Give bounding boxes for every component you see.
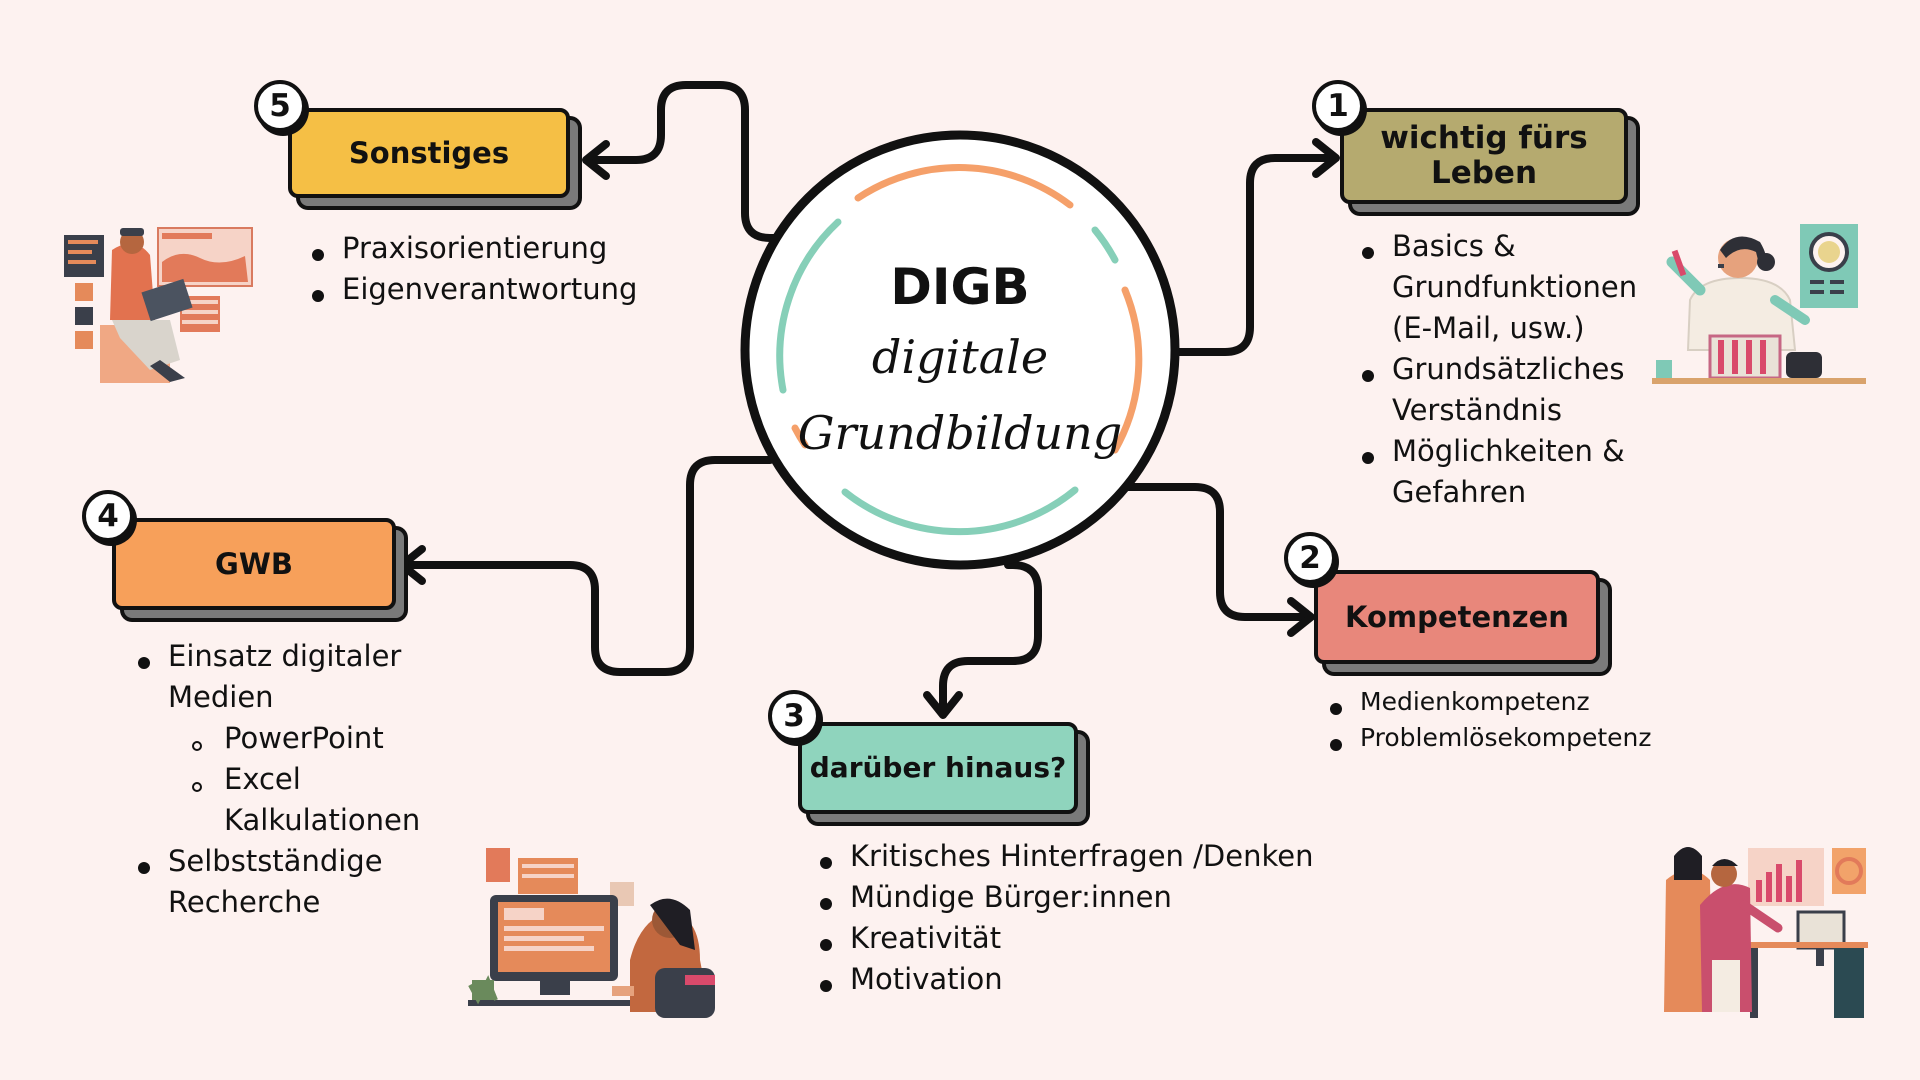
node-5-label: Sonstiges — [348, 135, 510, 170]
node-1-number-badge: 1 — [1312, 80, 1364, 132]
node-5-item: Praxisorientierung — [308, 228, 637, 269]
ring-arc-top — [854, 164, 1074, 209]
node-4-subitem: Excel Kalkulationen — [168, 759, 434, 841]
node-5-list: Praxisorientierung Eigenverantwortung — [308, 228, 637, 310]
node-3-box: darüber hinaus? — [798, 722, 1078, 814]
node-1-list: Basics & Grundfunktionen (E-Mail, usw.) … — [1358, 226, 1648, 513]
ring-arc-right-top — [1091, 226, 1119, 264]
node-3-item: Mündige Bürger:innen — [816, 877, 1313, 918]
connector-2 — [1111, 483, 1309, 621]
connector-5 — [586, 81, 789, 242]
presentation-illustration — [1664, 847, 1868, 1018]
node-2-number-badge: 2 — [1284, 532, 1336, 584]
center-title: DIGB — [890, 258, 1030, 316]
node-2-item: Medienkompetenz — [1326, 684, 1652, 720]
node-1-label: wichtig fürs Leben — [1380, 120, 1588, 191]
node-1-item: Basics & Grundfunktionen (E-Mail, usw.) — [1358, 226, 1648, 349]
node-4-item: Einsatz digitaler Medien PowerPoint Exce… — [134, 636, 434, 841]
node-3-number-badge: 3 — [768, 690, 820, 742]
node-2-box: Kompetenzen — [1314, 570, 1600, 664]
node-3-item: Kreativität — [816, 918, 1313, 959]
node-4-item: Selbstständige Recherche — [134, 841, 434, 923]
center-circle — [740, 130, 1180, 570]
node-4-label: GWB — [215, 546, 293, 581]
ring-arc-right — [1111, 286, 1143, 454]
desk-computer-illustration — [468, 848, 715, 1018]
node-5-box: Sonstiges — [288, 108, 570, 198]
node-3-label: darüber hinaus? — [809, 751, 1067, 785]
node-5-item: Eigenverantwortung — [308, 269, 637, 310]
connector-1 — [1166, 154, 1334, 356]
arrow-head-2 — [1287, 597, 1315, 637]
node-4-subitem: PowerPoint — [168, 718, 434, 759]
node-4-sublist: PowerPoint Excel Kalkulationen — [168, 718, 434, 841]
node-2-item: Problemlösekompetenz — [1326, 720, 1652, 756]
node-3-list: Kritisches Hinterfragen /Denken Mündige … — [816, 836, 1313, 1000]
ring-arc-lower-left — [791, 424, 809, 449]
node-3-item: Kritisches Hinterfragen /Denken — [816, 836, 1313, 877]
arrow-head-3 — [923, 691, 963, 719]
node-4-item-text: Einsatz digitaler Medien — [168, 639, 402, 714]
arrow-head-5 — [582, 140, 610, 180]
node-4-number-badge: 4 — [82, 490, 134, 542]
connector-4 — [404, 456, 774, 676]
node-1-item: Möglichkeiten & Gefahren — [1358, 431, 1648, 513]
connector-3 — [939, 561, 1042, 713]
node-1-box: wichtig fürs Leben — [1340, 108, 1628, 204]
node-2-label: Kompetenzen — [1345, 599, 1569, 634]
node-2-list: Medienkompetenz Problemlösekompetenz — [1326, 684, 1652, 756]
center-subtitle-line2: Grundbildung — [797, 406, 1123, 460]
ring-arc-left — [776, 218, 842, 394]
scientist-illustration — [1652, 224, 1866, 384]
node-5-number-badge: 5 — [254, 80, 306, 132]
laptop-person-illustration — [64, 227, 253, 383]
ring-arc-bottom — [841, 486, 1079, 536]
arrow-head-1 — [1312, 138, 1340, 178]
node-4-box: GWB — [112, 518, 396, 610]
arrow-head-4 — [398, 545, 426, 585]
node-4-item-text: Selbstständige Recherche — [168, 844, 383, 919]
node-3-item: Motivation — [816, 959, 1313, 1000]
node-4-list: Einsatz digitaler Medien PowerPoint Exce… — [134, 636, 434, 923]
node-1-item: Grundsätzliches Verständnis — [1358, 349, 1648, 431]
center-subtitle-line1: digitale — [871, 330, 1049, 384]
